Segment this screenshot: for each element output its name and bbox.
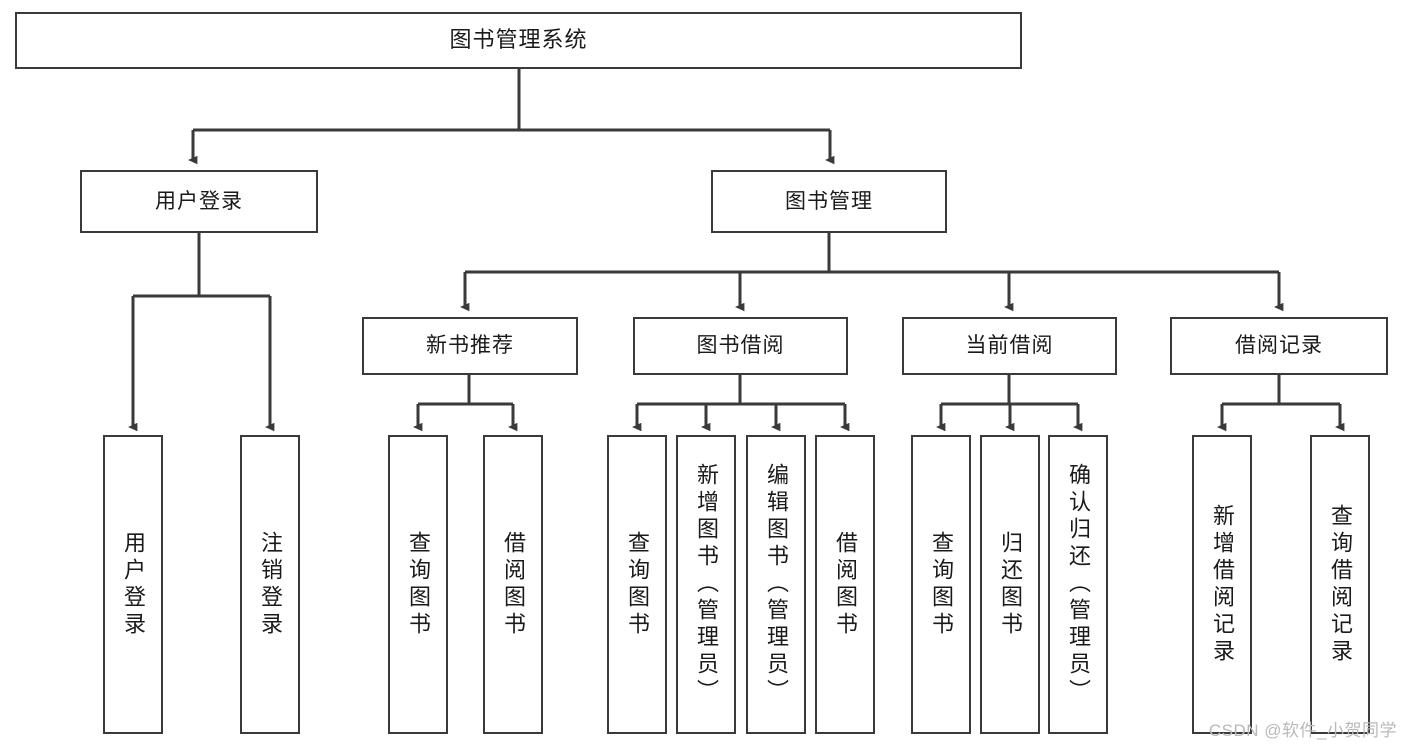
node-leaf-user-login[interactable]: 用户登录 [103, 435, 163, 734]
node-leaf-borrow-book-recommend[interactable]: 借阅图书 [483, 435, 543, 734]
node-label: 当前借阅 [965, 334, 1054, 358]
node-label: 查询图书 [929, 530, 954, 639]
node-label: 图书管理 [785, 189, 873, 213]
node-leaf-add-book-admin[interactable]: 新增图书（管理员） [676, 435, 736, 734]
node-label: 查询借阅记录 [1328, 503, 1353, 666]
node-label: 用户登录 [155, 189, 243, 213]
node-label: 图书借阅 [696, 334, 785, 358]
node-leaf-query-book-borrow[interactable]: 查询图书 [607, 435, 667, 734]
node-label: 编辑图书（管理员） [764, 463, 789, 706]
node-label: 查询图书 [625, 530, 650, 639]
node-label: 新书推荐 [426, 334, 514, 358]
watermark: CSDN @软件_小贺同学 [1208, 721, 1397, 740]
node-label: 新增图书（管理员） [694, 463, 719, 706]
node-label: 确认归还（管理员） [1066, 463, 1091, 706]
node-root-book-management-system[interactable]: 图书管理系统 [15, 12, 1022, 69]
node-new-book-recommend[interactable]: 新书推荐 [362, 317, 578, 375]
node-label: 注销登录 [258, 530, 283, 639]
node-book-borrow[interactable]: 图书借阅 [633, 317, 848, 375]
node-label: 查询图书 [406, 530, 431, 639]
node-leaf-return-book[interactable]: 归还图书 [980, 435, 1040, 734]
node-label: 借阅图书 [833, 530, 858, 639]
node-borrow-record[interactable]: 借阅记录 [1170, 317, 1388, 375]
node-leaf-add-borrow-record[interactable]: 新增借阅记录 [1192, 435, 1252, 734]
node-label: 图书管理系统 [449, 27, 588, 53]
node-book-management[interactable]: 图书管理 [711, 170, 947, 233]
node-leaf-logout[interactable]: 注销登录 [240, 435, 300, 734]
node-label: 归还图书 [998, 530, 1023, 639]
node-leaf-borrow-book[interactable]: 借阅图书 [815, 435, 875, 734]
node-label: 借阅图书 [501, 530, 526, 639]
node-current-borrow[interactable]: 当前借阅 [902, 317, 1117, 375]
node-leaf-query-book-recommend[interactable]: 查询图书 [388, 435, 448, 734]
node-label: 用户登录 [121, 530, 146, 639]
node-label: 借阅记录 [1235, 334, 1323, 358]
node-leaf-confirm-return-admin[interactable]: 确认归还（管理员） [1048, 435, 1108, 734]
node-leaf-edit-book-admin[interactable]: 编辑图书（管理员） [746, 435, 806, 734]
node-leaf-query-book-current[interactable]: 查询图书 [911, 435, 971, 734]
node-user-login[interactable]: 用户登录 [80, 170, 318, 233]
node-label: 新增借阅记录 [1210, 503, 1235, 666]
node-leaf-query-borrow-record[interactable]: 查询借阅记录 [1310, 435, 1370, 734]
